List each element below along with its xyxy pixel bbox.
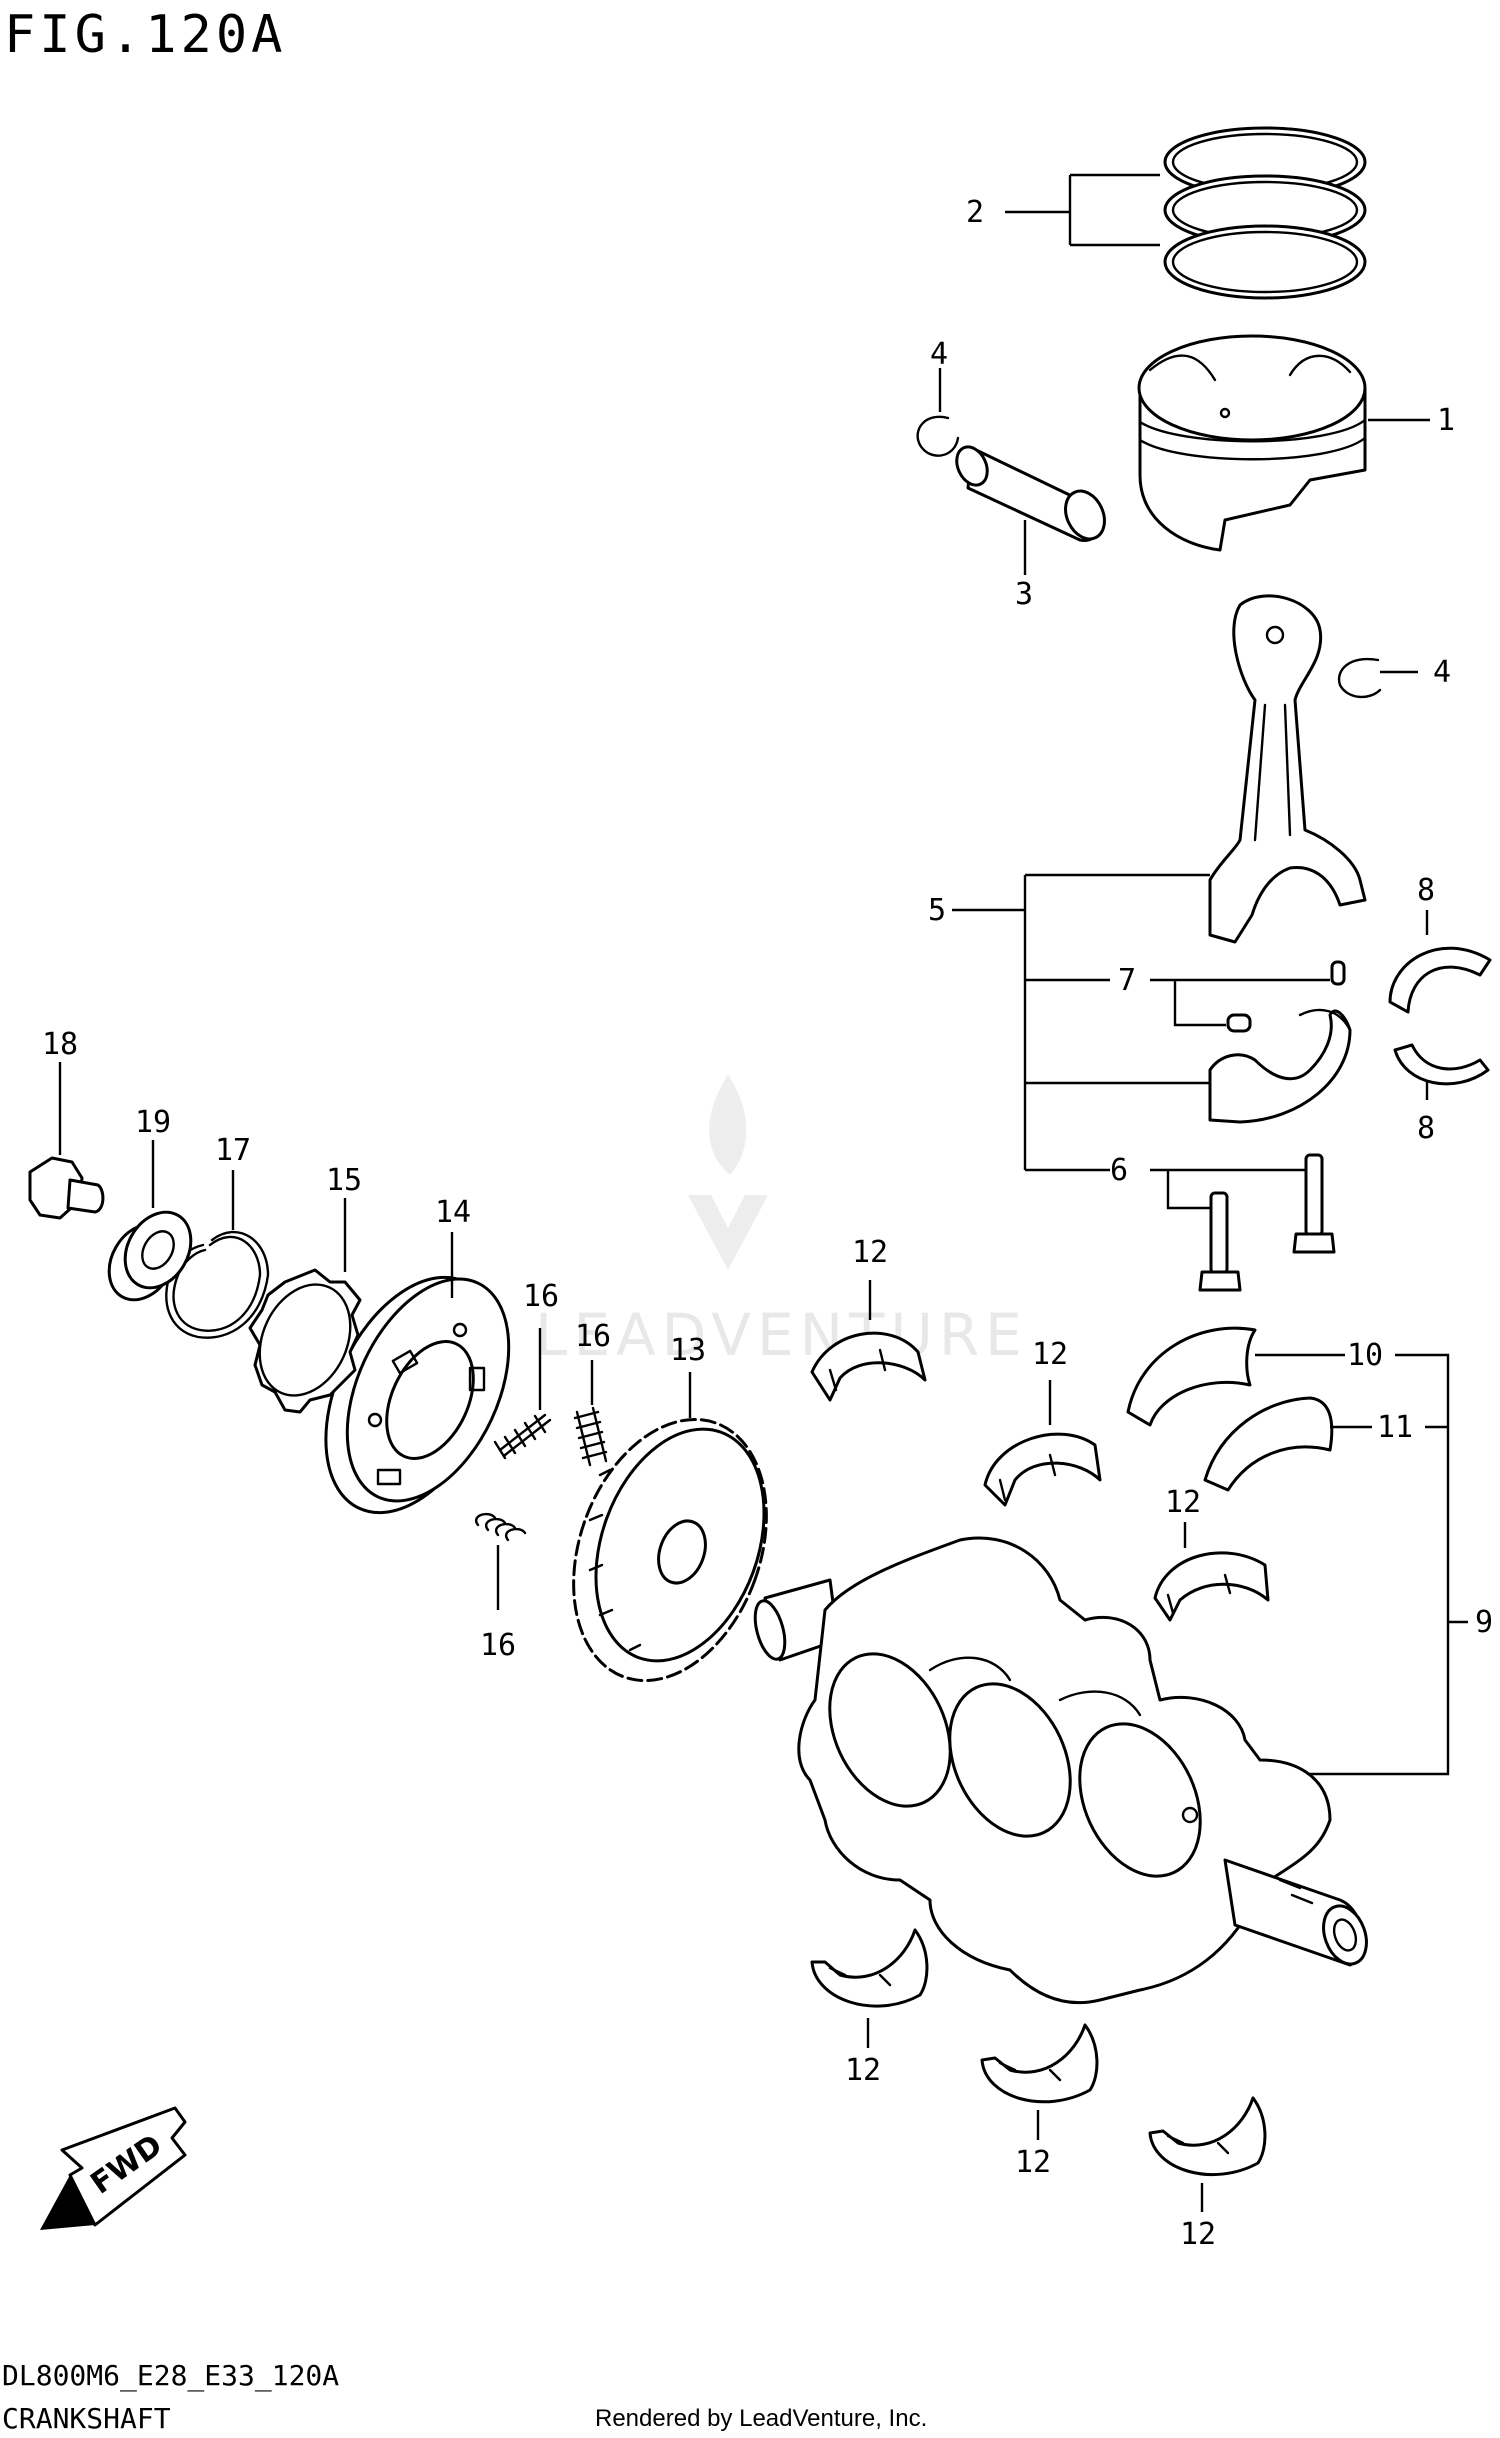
callout-3[interactable]: 3: [1015, 577, 1033, 612]
leader-ring-set: [1005, 173, 1160, 247]
starter-clutch[interactable]: [291, 1250, 541, 1540]
main-bearing-1[interactable]: [810, 1331, 927, 1402]
spring-b[interactable]: [573, 1406, 608, 1467]
callout-8-top[interactable]: 8: [1417, 873, 1435, 908]
callout-9[interactable]: 9: [1475, 1605, 1493, 1640]
callout-5[interactable]: 5: [928, 893, 946, 928]
callout-14[interactable]: 14: [435, 1195, 471, 1230]
callout-6[interactable]: 6: [1110, 1153, 1128, 1188]
callout-18[interactable]: 18: [42, 1027, 78, 1062]
main-bearing-5[interactable]: [980, 2023, 1099, 2104]
callout-12-c[interactable]: 12: [1165, 1485, 1201, 1520]
forward-direction-marker: FWD: [40, 2106, 187, 2230]
balancer-drive-gear[interactable]: [539, 1392, 800, 1707]
callout-15[interactable]: 15: [326, 1163, 362, 1198]
model-code: DL800M6_E28_E33_120A: [2, 2359, 339, 2393]
callout-12-b[interactable]: 12: [1032, 1337, 1068, 1372]
washer-left[interactable]: [96, 1200, 204, 1311]
leader-crankshaft-assy: [1302, 1353, 1468, 1776]
lock-plate[interactable]: [242, 1268, 367, 1414]
fwd-arrow-icon: [40, 2175, 95, 2230]
callout-1[interactable]: 1: [1437, 403, 1455, 438]
callout-19[interactable]: 19: [135, 1105, 171, 1140]
callout-2[interactable]: 2: [966, 195, 984, 230]
circlip-right[interactable]: [1337, 657, 1382, 699]
spring-c[interactable]: [475, 1512, 527, 1542]
circlip-top[interactable]: [916, 415, 960, 457]
thrust-bearing-10[interactable]: [1126, 1326, 1257, 1427]
crankshaft[interactable]: [750, 1536, 1374, 2005]
callout-8-bottom[interactable]: 8: [1417, 1111, 1435, 1146]
leadventure-watermark: LEADVENTURE: [535, 1075, 1028, 1369]
callout-10[interactable]: 10: [1347, 1338, 1383, 1373]
bolt-left[interactable]: [28, 1156, 105, 1220]
spring-a[interactable]: [493, 1413, 552, 1460]
piston[interactable]: [1137, 334, 1367, 552]
leader-conrod-assy: [952, 873, 1215, 1172]
callout-12-a[interactable]: 12: [852, 1235, 888, 1270]
callout-4-right[interactable]: 4: [1433, 655, 1451, 690]
figure-title: FIG.120A: [4, 5, 286, 65]
callout-17[interactable]: 17: [215, 1133, 251, 1168]
callout-16-c[interactable]: 16: [480, 1628, 516, 1663]
main-bearing-3[interactable]: [1153, 1551, 1270, 1622]
leader-conrod-pin: [1150, 978, 1330, 1027]
main-bearing-4[interactable]: [810, 1928, 929, 2008]
render-credit: Rendered by LeadVenture, Inc.: [595, 2405, 927, 2432]
conrod-bolt-a[interactable]: [1198, 1191, 1242, 1292]
conrod-bearing-lower[interactable]: [1393, 1043, 1490, 1086]
callout-16-b[interactable]: 16: [575, 1319, 611, 1354]
callout-12-d[interactable]: 12: [845, 2053, 881, 2088]
watermark-text: LEADVENTURE: [535, 1301, 1028, 1369]
leader-conrod-bolt: [1150, 1168, 1305, 1210]
thrust-bearing-11[interactable]: [1203, 1396, 1334, 1492]
callout-7[interactable]: 7: [1118, 963, 1136, 998]
callout-12-f[interactable]: 12: [1180, 2217, 1216, 2252]
conrod-bearing-upper[interactable]: [1388, 946, 1492, 1014]
callout-16-a[interactable]: 16: [523, 1279, 559, 1314]
callout-11[interactable]: 11: [1377, 1410, 1413, 1445]
main-bearing-2[interactable]: [983, 1432, 1102, 1507]
conrod-dowel-pin-a[interactable]: [1330, 960, 1346, 986]
callout-4-top[interactable]: 4: [930, 337, 948, 372]
callout-12-e[interactable]: 12: [1015, 2145, 1051, 2180]
piston-ring-set[interactable]: [1163, 126, 1367, 300]
main-bearing-6[interactable]: [1148, 2096, 1267, 2177]
connecting-rod[interactable]: [1208, 594, 1367, 944]
conrod-dowel-pin-b[interactable]: [1226, 1013, 1252, 1033]
conrod-bolt-b[interactable]: [1292, 1153, 1336, 1254]
piston-pin[interactable]: [951, 442, 1112, 545]
section-name: CRANKSHAFT: [2, 2402, 171, 2435]
connecting-rod-cap[interactable]: [1208, 1008, 1352, 1124]
callout-13[interactable]: 13: [670, 1333, 706, 1368]
